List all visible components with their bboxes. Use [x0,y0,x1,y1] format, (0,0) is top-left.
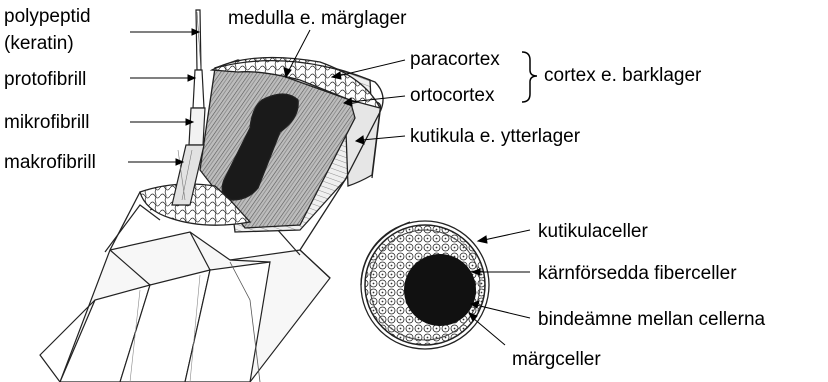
label-keratin: (keratin) [4,34,74,53]
label-paracortex: paracortex [410,50,500,69]
label-protofibrill: protofibrill [4,70,86,89]
label-makrofibrill: makrofibrill [4,153,96,172]
label-polypeptid: polypeptid [4,7,91,26]
label-kutikula: kutikula e. ytterlager [410,127,580,146]
label-medulla: medulla e. märglager [228,9,406,28]
label-kutikulaceller: kutikulaceller [538,222,648,241]
label-bindeamne: bindeämne mellan cellerna [538,310,765,329]
fibrils [172,10,205,205]
hair-shaft-upper [110,58,383,251]
label-ortocortex: ortocortex [410,86,494,105]
cortex-brace [522,52,537,102]
label-margceller: märgceller [512,350,601,369]
label-mikrofibrill: mikrofibrill [4,113,90,132]
label-cortex: cortex e. barklager [544,66,701,85]
cross-section [361,221,489,349]
label-karnforsedda: kärnförsedda fiberceller [538,264,737,283]
medulla-core [404,254,476,326]
